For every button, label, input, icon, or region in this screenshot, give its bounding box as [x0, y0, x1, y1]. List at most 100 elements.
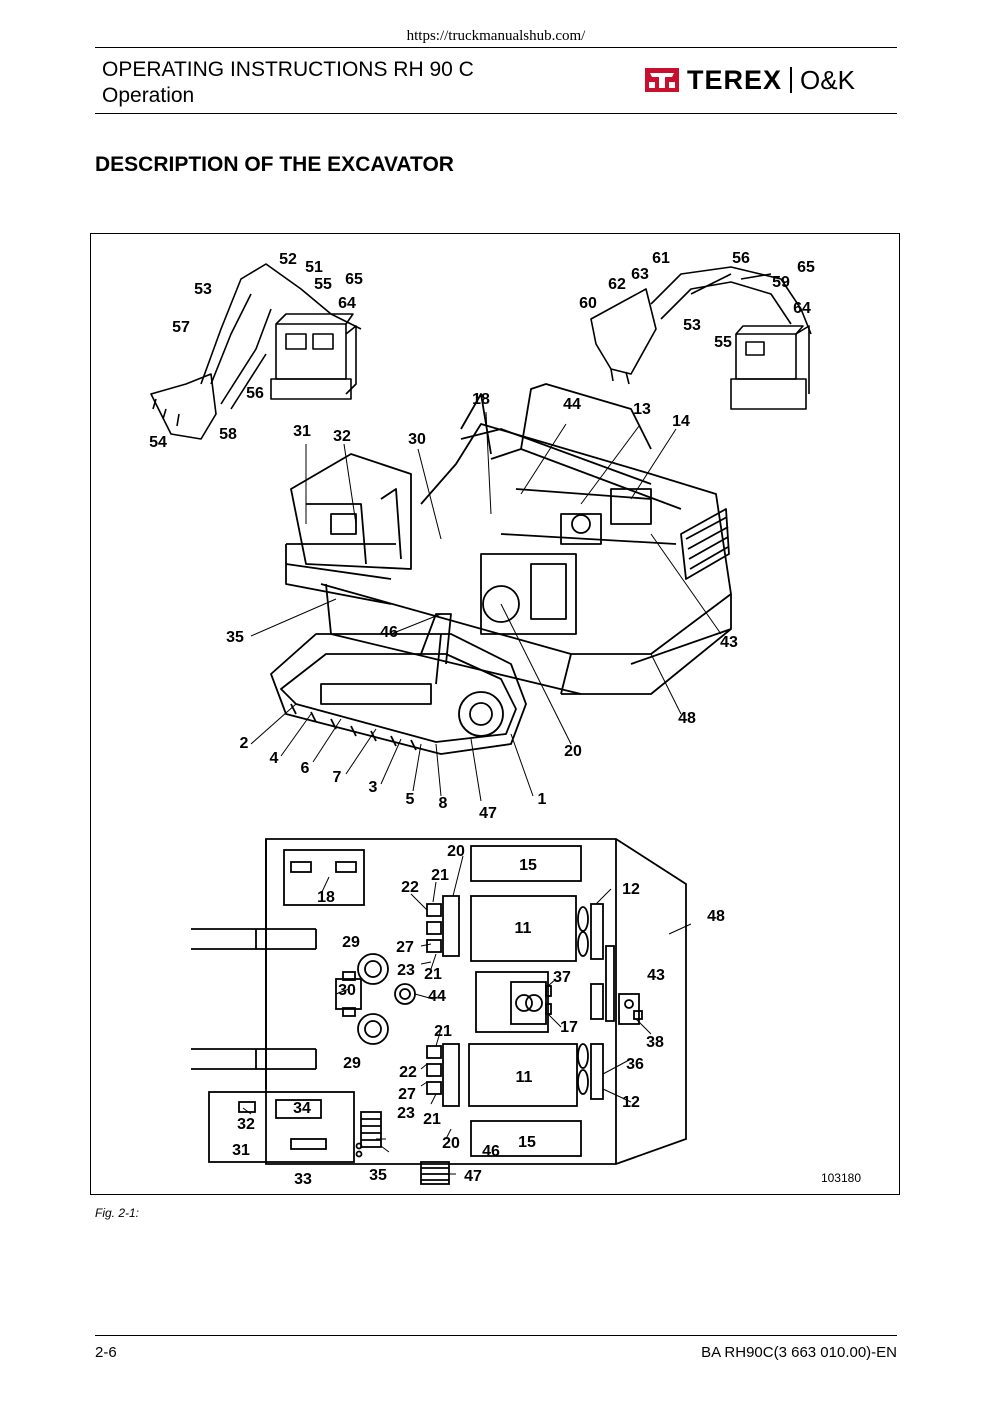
callout-label: 53 [194, 281, 212, 298]
terex-ok-logo: TEREX O&K [645, 64, 855, 95]
callout-label: 33 [294, 1171, 312, 1188]
callout-label: 35 [226, 629, 244, 646]
header-title: OPERATING INSTRUCTIONS RH 90 C Operation [102, 57, 474, 109]
footer-page-number: 2-6 [95, 1344, 117, 1361]
callout-label: 56 [246, 385, 264, 402]
callout-label: 64 [793, 300, 811, 317]
callout-label: 65 [797, 259, 815, 276]
callout-label: 51 [305, 259, 323, 276]
callout-label: 46 [482, 1143, 500, 1160]
callout-label: 32 [333, 428, 351, 445]
callout-label: 22 [401, 879, 419, 896]
callout-label: 43 [720, 634, 738, 651]
callout-label: 23 [397, 1105, 415, 1122]
header-title-line1: OPERATING INSTRUCTIONS RH 90 C [102, 58, 474, 81]
callout-label: 47 [479, 805, 497, 822]
source-url[interactable]: https://truckmanualshub.com/ [406, 28, 586, 44]
callout-label: 27 [398, 1086, 416, 1103]
callout-label: 53 [683, 317, 701, 334]
callout-label: 15 [519, 857, 537, 874]
callout-label: 27 [396, 939, 414, 956]
logo-separator [790, 67, 793, 93]
front-shovel-sketch [150, 263, 362, 440]
callout-label: 20 [564, 743, 582, 760]
callout-label: 18 [317, 889, 335, 906]
callout-label: 65 [345, 271, 363, 288]
callout-label: 12 [622, 1094, 640, 1111]
callout-label: 1 [538, 791, 547, 808]
callout-label: 17 [560, 1019, 578, 1036]
footer-rule [95, 1335, 897, 1336]
callout-label: 36 [626, 1056, 644, 1073]
section-title: DESCRIPTION OF THE EXCAVATOR [95, 153, 454, 176]
callout-label: 48 [707, 908, 725, 925]
callout-label: 43 [647, 967, 665, 984]
callout-label: 13 [633, 401, 651, 418]
callout-label: 30 [408, 431, 426, 448]
callout-label: 44 [563, 396, 581, 413]
callout-label: 48 [678, 710, 696, 727]
callout-label: 8 [439, 795, 448, 812]
terex-logo-icon [645, 68, 679, 92]
plan-view-sketch [191, 838, 687, 1185]
main-excavator-sketch [270, 383, 732, 755]
callout-label: 32 [237, 1116, 255, 1133]
backhoe-sketch [590, 266, 812, 410]
callout-label: 44 [428, 988, 446, 1005]
callout-label: 29 [342, 934, 360, 951]
callout-label: 61 [652, 250, 670, 267]
callout-label: 21 [423, 1111, 441, 1128]
callout-label: 15 [518, 1134, 536, 1151]
callout-label: 64 [338, 295, 356, 312]
callout-label: 38 [646, 1034, 664, 1051]
callout-label: 21 [431, 867, 449, 884]
callout-label: 11 [516, 1069, 533, 1086]
callout-label: 22 [399, 1064, 417, 1081]
callout-label: 23 [397, 962, 415, 979]
callout-label: 60 [579, 295, 597, 312]
callout-label: 34 [293, 1100, 311, 1117]
figure-caption: Fig. 2-1: [95, 1206, 140, 1220]
callout-label: 58 [219, 426, 237, 443]
callout-label: 62 [608, 276, 626, 293]
callout-label: 20 [442, 1135, 460, 1152]
header-bottom-rule [95, 113, 897, 114]
callout-label: 6 [301, 760, 310, 777]
callout-label: 52 [279, 251, 297, 268]
logo-brand: TEREX [687, 64, 783, 95]
logo-sub: O&K [800, 64, 855, 95]
callout-label: 63 [631, 266, 649, 283]
figure-number: 103180 [820, 1171, 861, 1185]
callout-label: 55 [714, 334, 732, 351]
footer-doc-id: BA RH90C(3 663 010.00)-EN [701, 1344, 897, 1361]
callout-label: 14 [672, 413, 690, 430]
callout-label: 35 [369, 1167, 387, 1184]
header-title-line2: Operation [102, 84, 195, 107]
callout-label: 12 [622, 881, 640, 898]
plan-leader-lines [242, 855, 692, 1175]
callout-label: 29 [343, 1055, 361, 1072]
callout-label: 55 [314, 276, 332, 293]
callout-label: 46 [380, 624, 398, 641]
callout-label: 37 [553, 969, 571, 986]
callout-label: 11 [515, 920, 532, 937]
callout-label: 7 [333, 769, 342, 786]
callout-label: 18 [472, 391, 490, 408]
callout-label: 20 [447, 843, 465, 860]
callout-label: 47 [464, 1168, 482, 1185]
callout-label: 31 [232, 1142, 250, 1159]
main-leader-lines [250, 411, 722, 802]
callout-label: 31 [293, 423, 311, 440]
excavator-diagram [150, 263, 812, 1185]
callout-label: 21 [434, 1023, 452, 1040]
callout-label: 54 [149, 434, 167, 451]
callout-label: 4 [270, 750, 279, 767]
callout-label: 30 [338, 982, 356, 999]
callout-label: 21 [424, 966, 442, 983]
callout-label: 57 [172, 319, 190, 336]
callout-label: 5 [406, 791, 415, 808]
callout-label: 2 [240, 735, 249, 752]
header-top-rule [95, 47, 897, 48]
